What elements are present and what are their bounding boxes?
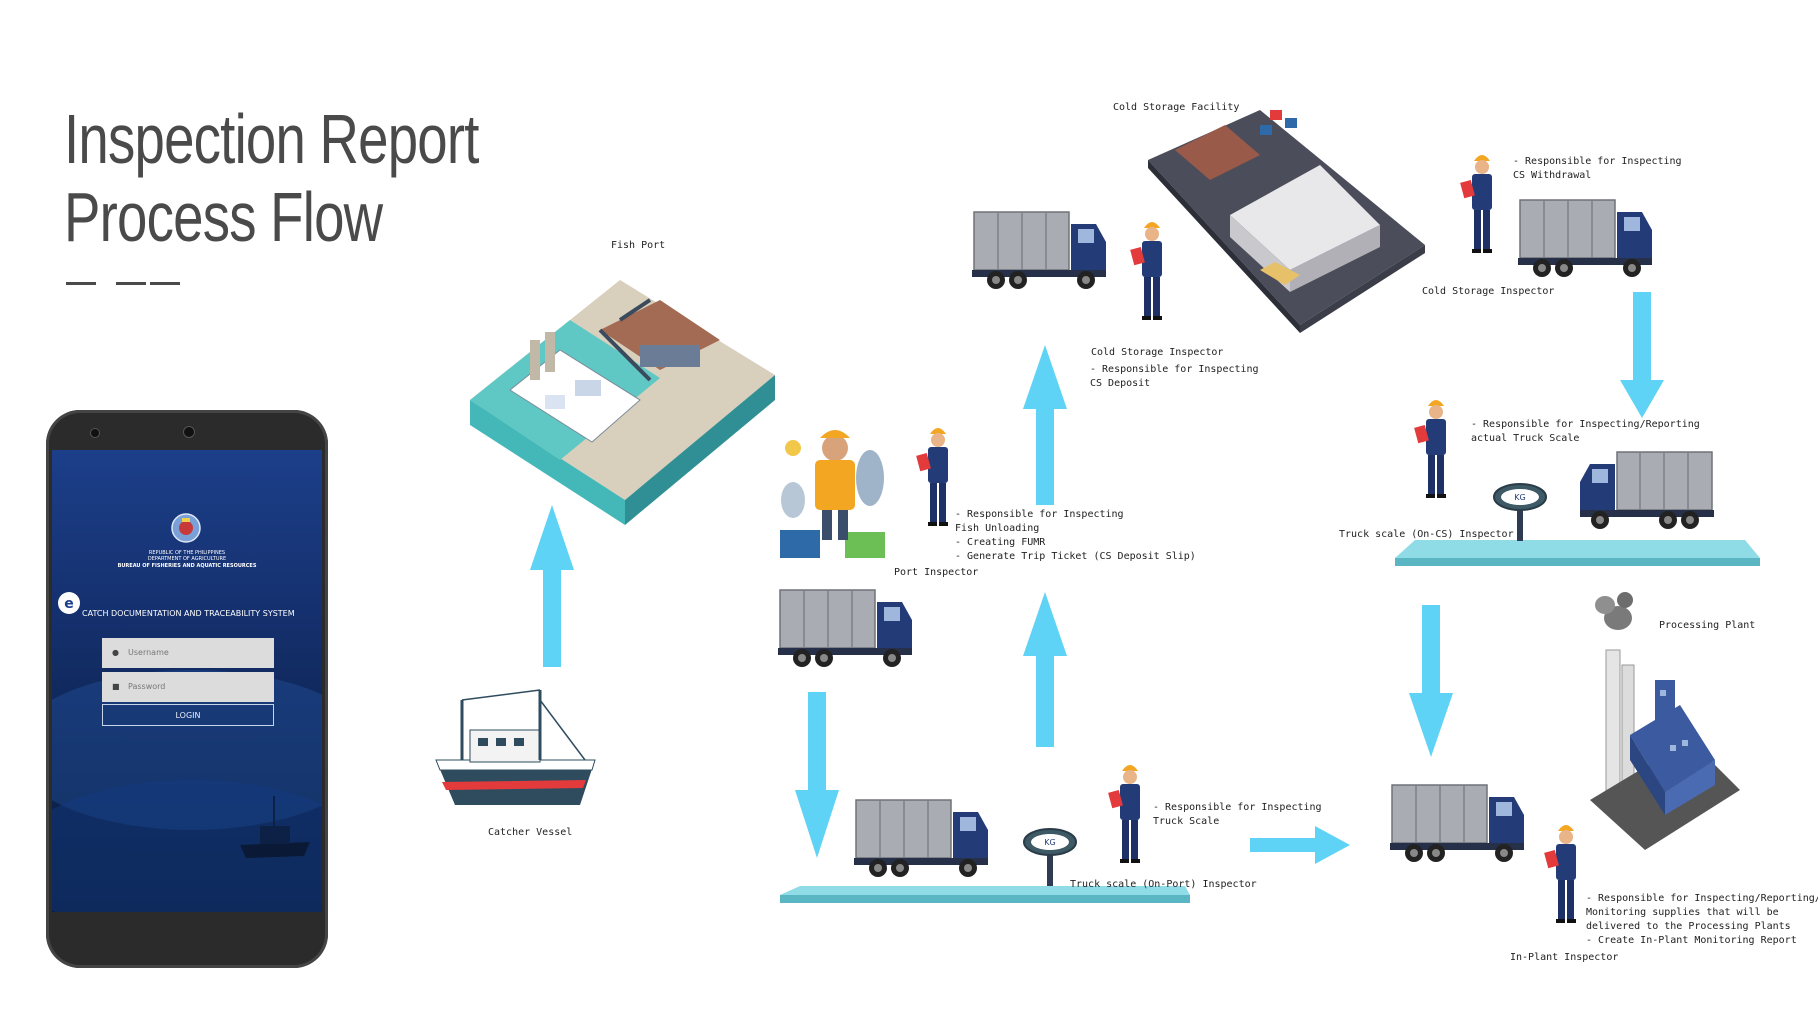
truck-scale-oncs-icon [1395, 400, 1760, 566]
flow-arrows [530, 292, 1664, 864]
user-icon: ● [112, 648, 119, 657]
page-title-line2: Process Flow [64, 178, 383, 256]
truck-scale-onport-icon [780, 765, 1190, 903]
title-divider-dash [150, 282, 180, 285]
cs-deposit-inspector-icon [1130, 222, 1162, 320]
header-line1: REPUBLIC OF THE PHILIPPINES [148, 550, 226, 556]
phone-mockup: REPUBLIC OF THE PHILIPPINES DEPARTMENT O… [46, 410, 328, 968]
login-screen: REPUBLIC OF THE PHILIPPINES DEPARTMENT O… [52, 450, 322, 912]
onport-duties: - Responsible for Inspecting Truck Scale [1153, 802, 1322, 827]
processing-plant-label: Processing Plant [1659, 620, 1756, 631]
arrow-scale-to-plant [1250, 826, 1350, 864]
phone-camera-icon [183, 426, 195, 438]
scale-unit-oncs: KG [1514, 493, 1525, 502]
arrow-truck-to-scale [795, 692, 839, 858]
phone-speaker-icon [90, 428, 100, 438]
page-title: Inspection Report Process Flow [64, 100, 479, 256]
cold-storage-facility-label: Cold Storage Facility [1113, 102, 1240, 113]
title-divider-dash [66, 282, 96, 285]
arrow-to-cold-storage [1023, 345, 1067, 505]
arrow-vessel-to-port [530, 505, 574, 667]
system-name: CATCH DOCUMENTATION AND TRACEABILITY SYS… [82, 609, 295, 618]
port-inspector-duties: - Responsible for Inspecting Fish Unload… [955, 509, 1196, 562]
cold-storage-icon [1148, 110, 1425, 333]
login-button[interactable]: LOGIN [102, 704, 274, 726]
inplant-truck-icon [1389, 784, 1525, 863]
arrow-withdrawal-to-scale [1620, 292, 1664, 418]
oncs-duties: - Responsible for Inspecting/Reporting a… [1471, 419, 1700, 444]
catcher-vessel-icon [435, 689, 596, 805]
bfar-logo-icon [171, 513, 201, 543]
scale-unit-onport: KG [1044, 838, 1055, 847]
password-field[interactable]: ■ Password [102, 672, 274, 702]
cs-withdrawal-truck-icon [1517, 199, 1653, 278]
cs-withdrawal-duties: - Responsible for Inspecting CS Withdraw… [1513, 156, 1682, 181]
catcher-vessel-label: Catcher Vessel [488, 827, 573, 838]
lock-icon: ■ [112, 682, 120, 691]
username-field[interactable]: ● Username [102, 638, 274, 668]
inplant-inspector-label: In-Plant Inspector [1510, 952, 1619, 963]
cs-withdrawal-inspector-label: Cold Storage Inspector [1422, 286, 1555, 297]
username-placeholder: Username [128, 648, 169, 657]
fish-port-icon [470, 280, 775, 525]
onport-inspector-icon [1108, 765, 1140, 863]
processing-plant-icon [1590, 592, 1740, 850]
arrow-scale-to-inplant [1409, 605, 1453, 757]
port-truck-icon [777, 589, 913, 668]
svg-text:e: e [64, 596, 74, 612]
title-divider-dash [116, 282, 146, 285]
boat-silhouette-icon [240, 796, 310, 858]
page-title-line1: Inspection Report [64, 100, 479, 178]
onport-inspector-label: Truck scale (On-Port) Inspector [1070, 879, 1257, 890]
fisherman-icon [780, 430, 885, 558]
oncs-inspector-label: Truck scale (On-CS) Inspector [1339, 529, 1514, 540]
password-placeholder: Password [128, 682, 166, 691]
inplant-duties: - Responsible for Inspecting/Reporting/ … [1586, 893, 1818, 946]
cs-deposit-inspector-label: Cold Storage Inspector [1091, 347, 1224, 358]
fish-port-label: Fish Port [611, 240, 666, 251]
arrow-scale-to-port-inspector [1023, 592, 1067, 747]
port-inspector-icon [916, 428, 948, 526]
header-line2: DEPARTMENT OF AGRICULTURE [147, 556, 227, 562]
cs-withdrawal-inspector-icon [1460, 155, 1492, 253]
header-line3: BUREAU OF FISHERIES AND AQUATIC RESOURCE… [117, 563, 257, 569]
inplant-inspector-icon [1544, 825, 1576, 923]
ecdts-logo-icon: e [58, 592, 80, 614]
cs-deposit-truck-icon [971, 211, 1107, 290]
cs-deposit-duties: - Responsible for Inspecting CS Deposit [1090, 364, 1259, 389]
oncs-inspector-icon [1414, 400, 1446, 498]
port-inspector-label: Port Inspector [894, 567, 979, 578]
